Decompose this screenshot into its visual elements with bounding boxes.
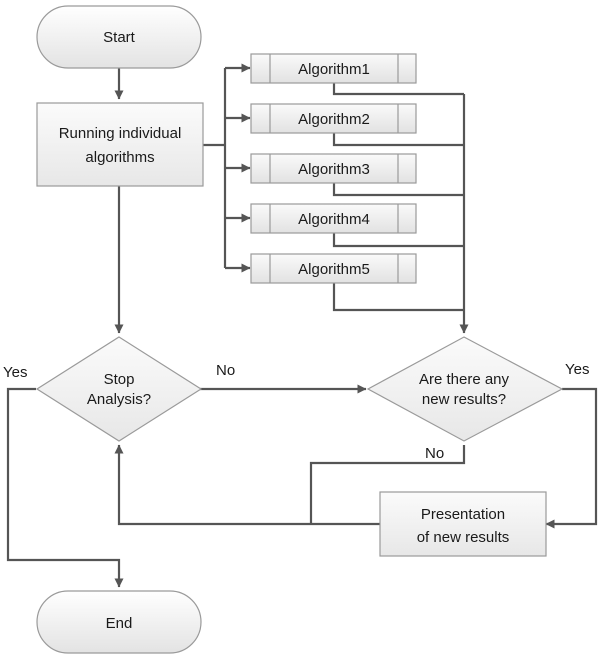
edge-algorithm4-out — [332, 233, 464, 248]
new-results-yes-label: Yes — [565, 361, 589, 378]
algorithm3-subprocess: Algorithm3 — [250, 153, 417, 184]
running-label-line2: algorithms — [85, 149, 154, 166]
algorithm1-subprocess: Algorithm1 — [250, 53, 417, 84]
presentation-label-line2: of new results — [417, 529, 510, 546]
algorithm5-subprocess: Algorithm5 — [250, 253, 417, 284]
algorithm5-label: Algorithm5 — [298, 261, 370, 278]
new-results-decision: Are there any new results? — [366, 336, 564, 442]
presentation-label-line1: Presentation — [421, 506, 505, 523]
algorithm4-subprocess: Algorithm4 — [250, 203, 417, 234]
edge-new-results-no — [309, 445, 466, 524]
algorithm4-label: Algorithm4 — [298, 211, 370, 228]
edge-algorithm2-out — [332, 133, 464, 147]
algorithm3-label: Algorithm3 — [298, 161, 370, 178]
end-terminator: End — [36, 590, 202, 654]
start-label: Start — [103, 29, 136, 46]
stop-label-line1: Stop — [104, 371, 135, 388]
running-algorithms-process: Running individual algorithms — [36, 102, 204, 187]
algorithm1-label: Algorithm1 — [298, 61, 370, 78]
new-results-label-line2: new results? — [422, 391, 506, 408]
running-label-line1: Running individual — [59, 125, 182, 142]
algorithm2-subprocess: Algorithm2 — [250, 103, 417, 134]
start-terminator: Start — [36, 5, 202, 69]
edge-algorithm3-out — [332, 183, 464, 197]
presentation-process: Presentation of new results — [379, 491, 547, 557]
new-results-label-line1: Are there any — [419, 371, 510, 388]
edge-new-results-yes — [545, 387, 598, 529]
stop-analysis-decision: Stop Analysis? — [35, 336, 203, 442]
edge-algorithm1-out — [332, 83, 464, 96]
new-results-no-label: No — [425, 445, 444, 462]
stop-yes-label: Yes — [3, 364, 27, 381]
edge-stop-yes — [6, 387, 124, 588]
stop-no-label: No — [216, 362, 235, 379]
end-label: End — [106, 615, 133, 632]
stop-label-line2: Analysis? — [87, 391, 151, 408]
edge-algorithm5-out — [332, 283, 464, 312]
connectors — [6, 63, 598, 588]
edge-presentation-loop — [114, 444, 380, 526]
algorithm2-label: Algorithm2 — [298, 111, 370, 128]
